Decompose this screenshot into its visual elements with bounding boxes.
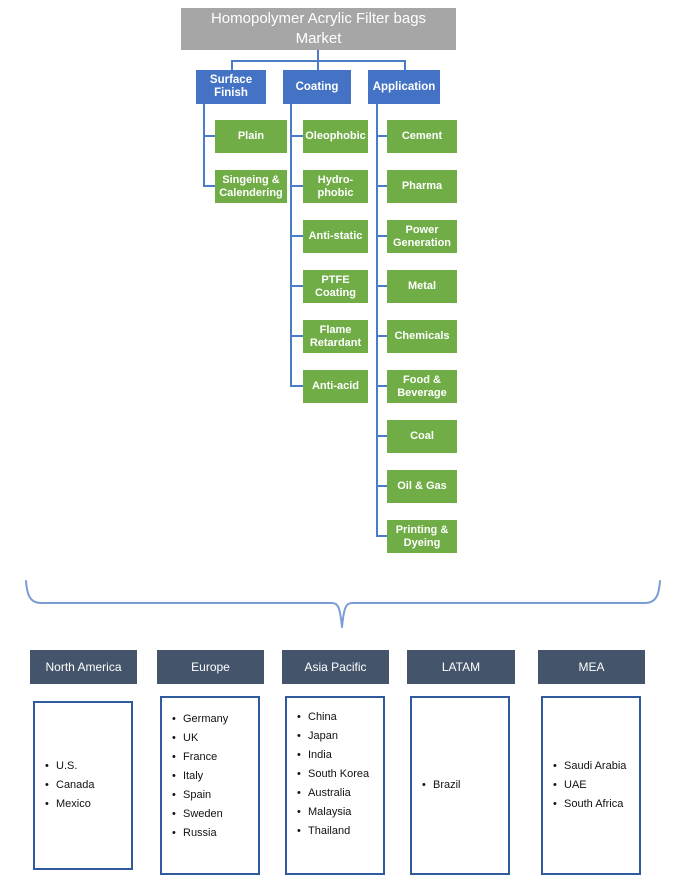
list-item: Malaysia bbox=[297, 803, 381, 822]
list-item: Brazil bbox=[422, 776, 506, 795]
list-item: Thailand bbox=[297, 822, 381, 841]
leaf-power-generation: Power Generation bbox=[387, 220, 457, 253]
list-item: India bbox=[297, 746, 381, 765]
leaf-metal: Metal bbox=[387, 270, 457, 303]
country-list-europe: Germany UK France Italy Spain Sweden Rus… bbox=[160, 696, 260, 875]
tick-plain bbox=[203, 135, 215, 137]
tick-power bbox=[376, 235, 387, 237]
spine-coating bbox=[290, 104, 292, 387]
spine-surface-finish bbox=[203, 104, 205, 187]
connector-drop-application bbox=[404, 60, 406, 70]
leaf-oleophobic: Oleophobic bbox=[303, 120, 368, 153]
list-item: France bbox=[172, 748, 256, 767]
tick-ptfe bbox=[290, 285, 303, 287]
list-item: UK bbox=[172, 729, 256, 748]
leaf-cement: Cement bbox=[387, 120, 457, 153]
tick-oleophobic bbox=[290, 135, 303, 137]
list-item: UAE bbox=[553, 776, 637, 795]
diagram-title: Homopolymer Acrylic Filter bags Market bbox=[181, 8, 456, 50]
leaf-food-beverage: Food & Beverage bbox=[387, 370, 457, 403]
country-list-latam: Brazil bbox=[410, 696, 510, 875]
list-item: Russia bbox=[172, 824, 256, 843]
country-list-north-america: U.S. Canada Mexico bbox=[33, 701, 133, 870]
leaf-antiacid: Anti-acid bbox=[303, 370, 368, 403]
list-item: Sweden bbox=[172, 805, 256, 824]
leaf-pharma: Pharma bbox=[387, 170, 457, 203]
region-north-america: North America bbox=[30, 650, 137, 684]
list-item: South Africa bbox=[553, 795, 637, 814]
tick-antiacid bbox=[290, 385, 303, 387]
leaf-hydrophobic: Hydro- phobic bbox=[303, 170, 368, 203]
leaf-antistatic: Anti-static bbox=[303, 220, 368, 253]
leaf-coal: Coal bbox=[387, 420, 457, 453]
region-mea: MEA bbox=[538, 650, 645, 684]
leaf-plain: Plain bbox=[215, 120, 287, 153]
region-asia-pacific: Asia Pacific bbox=[282, 650, 389, 684]
country-list-asia-pacific: China Japan India South Korea Australia … bbox=[285, 696, 385, 875]
list-item: China bbox=[297, 708, 381, 727]
list-item: Spain bbox=[172, 786, 256, 805]
tick-hydrophobic bbox=[290, 185, 303, 187]
tick-chemicals bbox=[376, 335, 387, 337]
list-item: South Korea bbox=[297, 765, 381, 784]
leaf-chemicals: Chemicals bbox=[387, 320, 457, 353]
tick-printing bbox=[376, 535, 387, 537]
leaf-ptfe-coating: PTFE Coating bbox=[303, 270, 368, 303]
region-europe: Europe bbox=[157, 650, 264, 684]
list-item: Mexico bbox=[45, 795, 129, 814]
connector-top-horizontal bbox=[231, 60, 406, 62]
list-item: Italy bbox=[172, 767, 256, 786]
leaf-printing-dyeing: Printing & Dyeing bbox=[387, 520, 457, 553]
list-item: Saudi Arabia bbox=[553, 757, 637, 776]
list-item: U.S. bbox=[45, 757, 129, 776]
category-application: Application bbox=[368, 70, 440, 104]
tick-oilgas bbox=[376, 485, 387, 487]
list-item: Canada bbox=[45, 776, 129, 795]
tick-coal bbox=[376, 435, 387, 437]
connector-drop-surface-finish bbox=[231, 60, 233, 70]
brace-divider bbox=[25, 580, 661, 628]
tick-singeing bbox=[203, 185, 215, 187]
leaf-flame-retardant: Flame Retardant bbox=[303, 320, 368, 353]
category-coating: Coating bbox=[283, 70, 351, 104]
tick-antistatic bbox=[290, 235, 303, 237]
tick-pharma bbox=[376, 185, 387, 187]
list-item: Germany bbox=[172, 710, 256, 729]
tick-cement bbox=[376, 135, 387, 137]
list-item: Japan bbox=[297, 727, 381, 746]
category-surface-finish: Surface Finish bbox=[196, 70, 266, 104]
country-list-mea: Saudi Arabia UAE South Africa bbox=[541, 696, 641, 875]
leaf-oil-gas: Oil & Gas bbox=[387, 470, 457, 503]
spine-application bbox=[376, 104, 378, 537]
tick-flame bbox=[290, 335, 303, 337]
tick-metal bbox=[376, 285, 387, 287]
list-item: Australia bbox=[297, 784, 381, 803]
leaf-singeing-calendering: Singeing & Calendering bbox=[215, 170, 287, 203]
region-latam: LATAM bbox=[407, 650, 515, 684]
tick-food bbox=[376, 385, 387, 387]
